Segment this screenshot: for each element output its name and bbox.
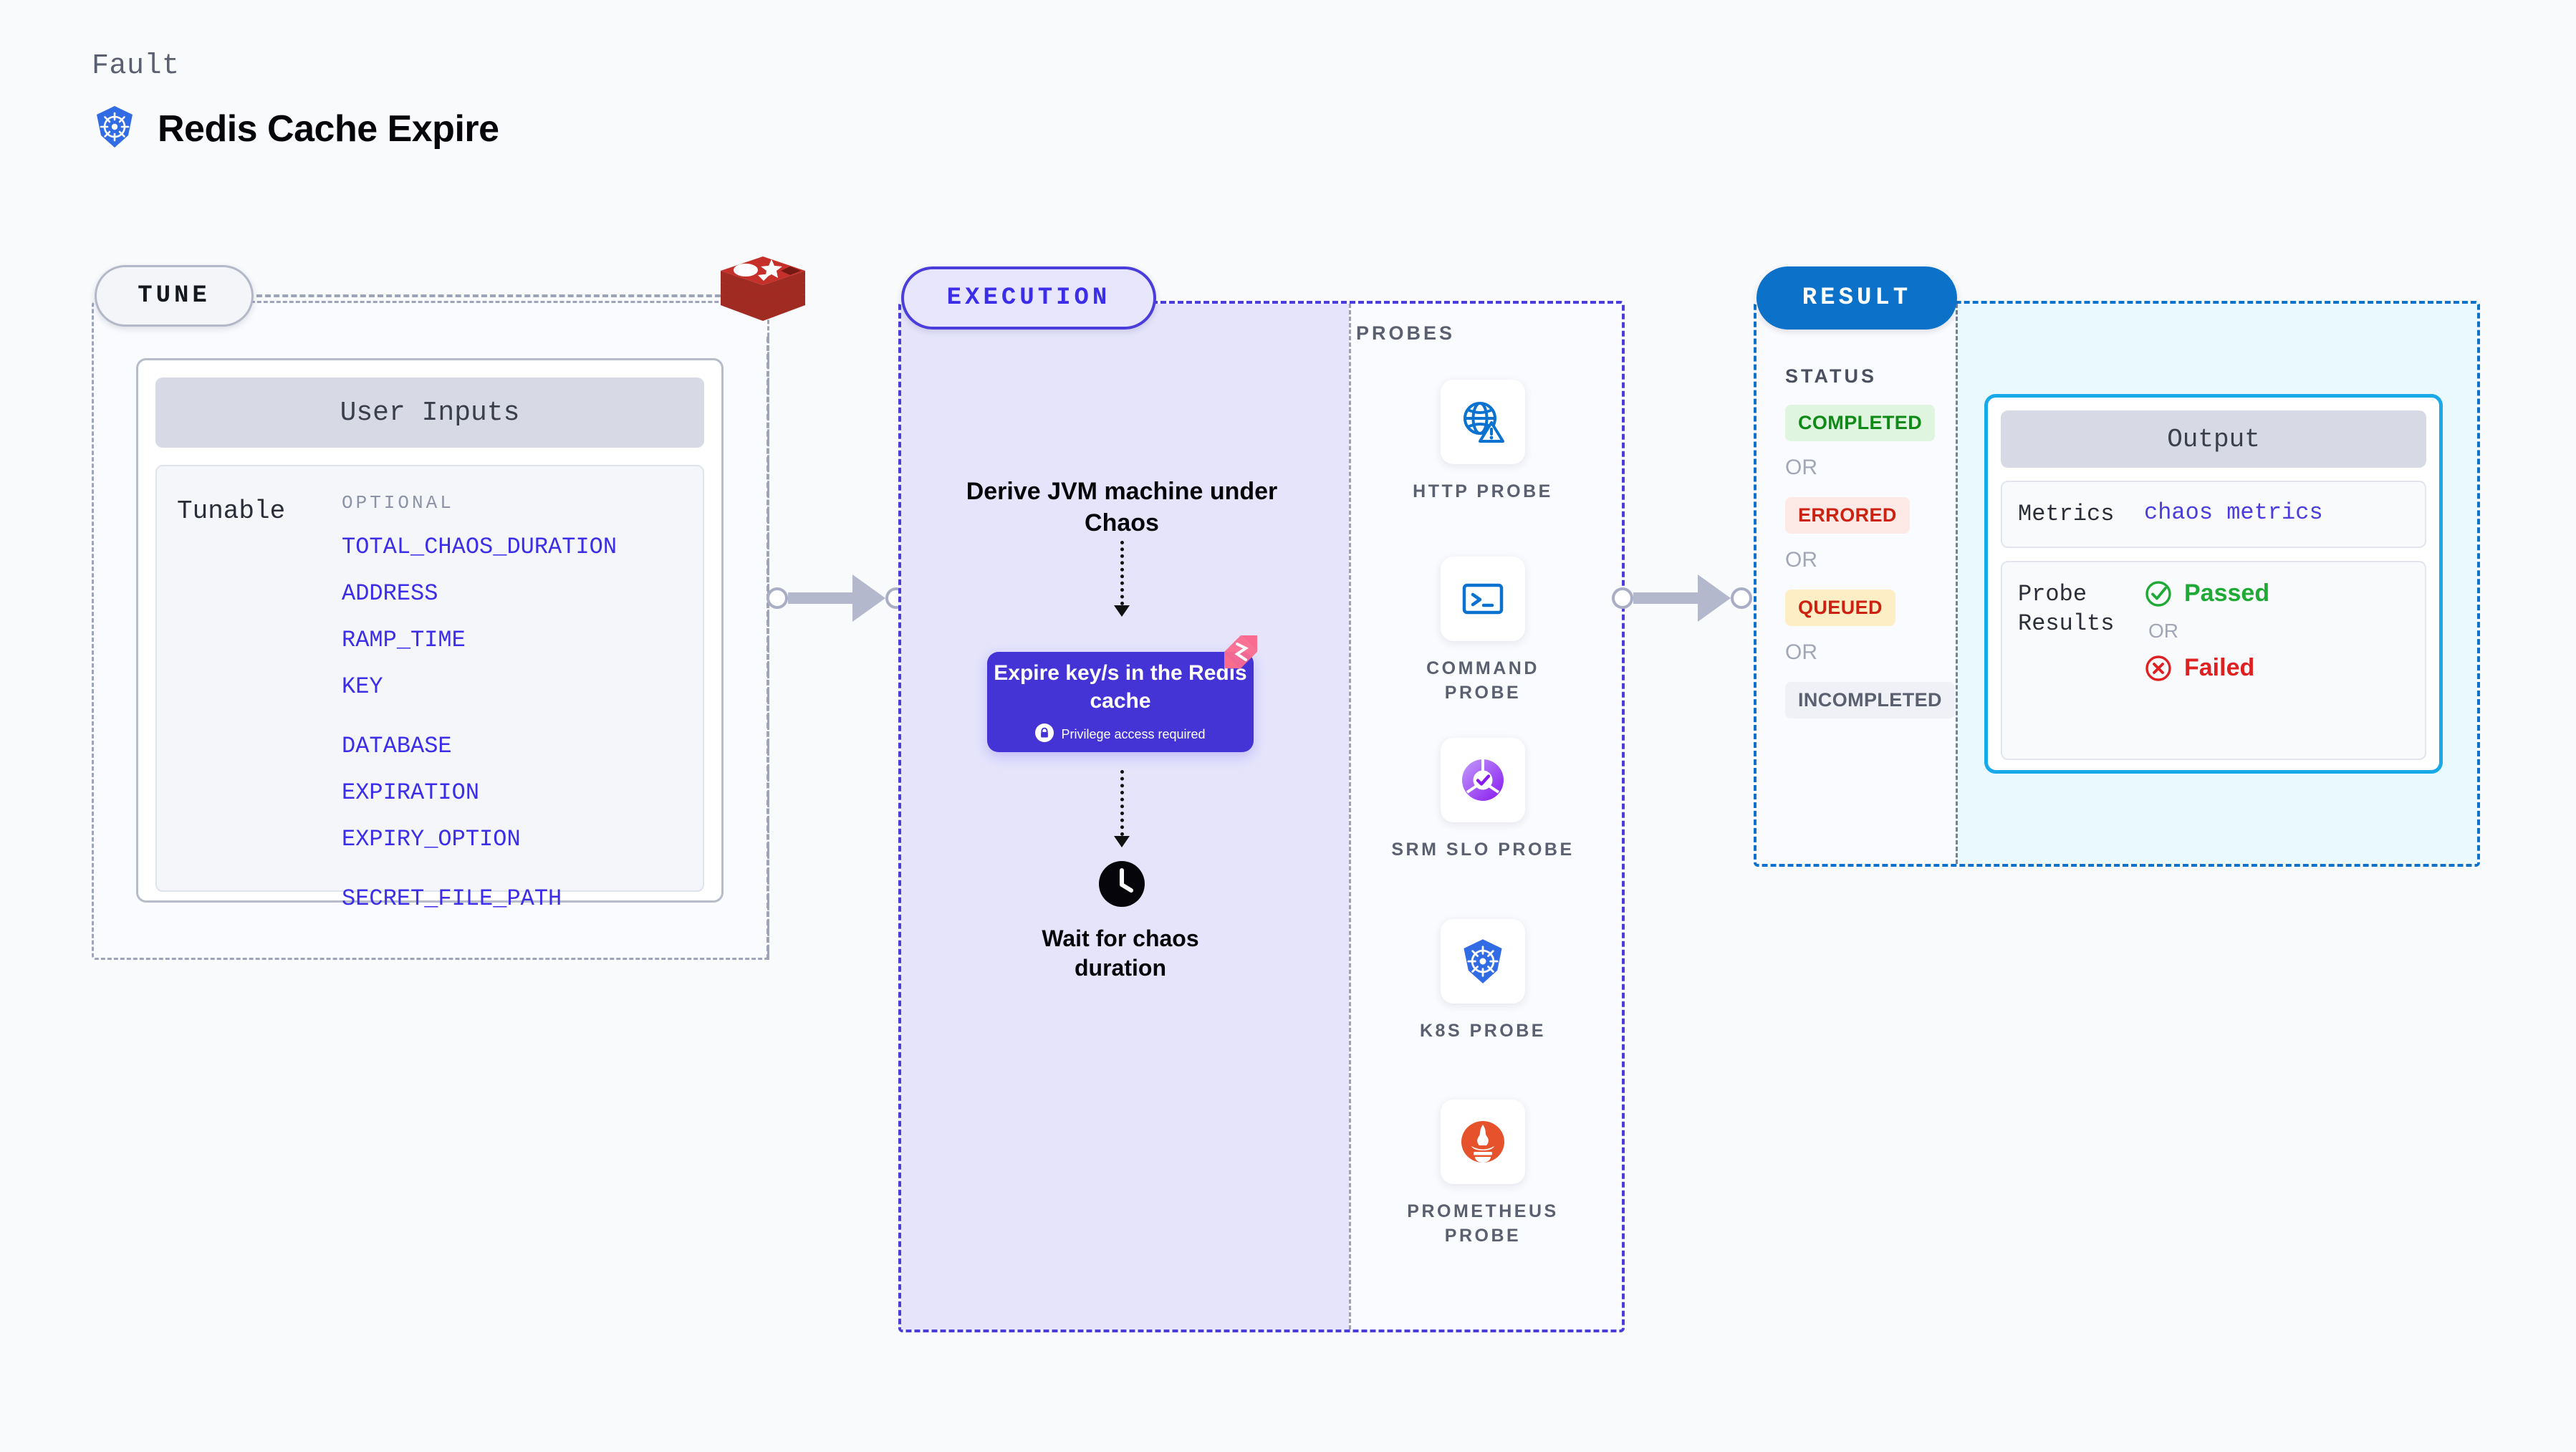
probe-results-row: Probe Results Passed OR Failed — [2001, 560, 2426, 760]
probe-label: SRM SLO PROBE — [1391, 840, 1575, 860]
status-title: STATUS — [1785, 365, 1877, 387]
redis-logo — [716, 252, 809, 338]
execution-step-1-label: Derive JVM machine under Chaos — [966, 478, 1278, 537]
x-circle-icon — [2145, 655, 2171, 681]
flow-arrow-down-icon — [1114, 770, 1130, 847]
execution-action-card[interactable]: Expire key/s in the Redis cache Privileg… — [987, 652, 1254, 752]
privilege-note-row: Privilege access required — [1035, 723, 1206, 746]
kubernetes-icon — [1441, 919, 1525, 1004]
status-badge: INCOMPLETED — [1785, 682, 1955, 718]
tunable-item[interactable]: RAMP_TIME — [342, 627, 466, 653]
check-circle-icon — [2145, 580, 2171, 607]
redis-vertical-connector — [766, 337, 769, 960]
probe-label: PROMETHEUS PROBE — [1407, 1201, 1559, 1246]
page-title: Redis Cache Expire — [158, 107, 499, 150]
probe-results-values: Passed OR Failed — [2144, 580, 2269, 741]
execution-badge[interactable]: EXECUTION — [901, 266, 1156, 330]
status-badge: QUEUED — [1785, 590, 1895, 626]
or-label: OR — [2148, 619, 2178, 642]
title-row: Redis Cache Expire — [92, 104, 499, 153]
probe-item[interactable]: PROMETHEUS PROBE — [1390, 1100, 1576, 1248]
result-badge[interactable]: RESULT — [1756, 266, 1957, 330]
user-inputs-heading: User Inputs — [155, 378, 704, 448]
connector-dot — [1731, 587, 1752, 609]
probe-result-passed: Passed — [2144, 580, 2269, 608]
execution-step-2-label: Wait for chaos duration — [1042, 925, 1199, 981]
clock-icon — [1096, 858, 1148, 910]
execution-fill — [901, 304, 1349, 1330]
tunable-item[interactable]: EXPIRY_OPTION — [342, 826, 521, 852]
probes-title: PROBES — [1356, 322, 1456, 344]
probe-item[interactable]: HTTP PROBE — [1390, 380, 1576, 504]
flow-arrow-down-icon — [1114, 541, 1130, 617]
optional-group-title: OPTIONAL — [342, 492, 454, 514]
terminal-icon — [1441, 557, 1525, 641]
connector-bar — [1633, 592, 1698, 604]
connector-dot — [1612, 587, 1633, 609]
tunable-item[interactable]: EXPIRATION — [342, 779, 480, 806]
privilege-note-text: Privilege access required — [1061, 726, 1206, 741]
connector-bar — [788, 592, 852, 604]
tunable-row-label: Tunable — [177, 496, 286, 526]
failed-label: Failed — [2184, 654, 2255, 682]
or-label: OR — [1785, 640, 1817, 664]
connector-arrowhead — [1698, 574, 1731, 622]
or-label: OR — [1785, 548, 1817, 572]
slo-check-icon — [1441, 738, 1525, 822]
execution-probes-divider — [1349, 304, 1351, 1330]
action-card-title: Expire key/s in the Redis cache — [994, 660, 1247, 713]
metrics-value[interactable]: chaos metrics — [2144, 499, 2323, 526]
tune-badge[interactable]: TUNE — [95, 265, 254, 327]
tunable-item[interactable]: TOTAL_CHAOS_DURATION — [342, 534, 617, 560]
page-eyebrow: Fault — [92, 50, 180, 82]
execution-to-result-connector — [1612, 574, 1752, 622]
lock-icon — [1035, 723, 1054, 746]
tune-to-execution-connector — [766, 574, 907, 622]
result-output-divider — [1956, 304, 1958, 864]
optional-group: OPTIONAL TOTAL_CHAOS_DURATION ADDRESS RA… — [342, 492, 617, 912]
connector-dot — [766, 587, 788, 609]
passed-label: Passed — [2184, 580, 2270, 607]
tune-dash-connector — [256, 294, 729, 297]
or-label: OR — [1785, 456, 1817, 479]
harness-logo-icon — [1221, 633, 1260, 671]
globe-warning-icon — [1441, 380, 1525, 464]
probe-item[interactable]: SRM SLO PROBE — [1390, 738, 1576, 862]
status-badge: COMPLETED — [1785, 405, 1936, 441]
probe-label: HTTP PROBE — [1413, 481, 1553, 501]
probe-label: K8S PROBE — [1420, 1021, 1546, 1041]
page-header: Fault Redis Cache Expire — [92, 50, 499, 153]
tunable-item[interactable]: DATABASE — [342, 733, 452, 759]
tunable-item[interactable]: SECRET_FILE_PATH — [342, 885, 562, 912]
metrics-row: Metrics chaos metrics — [2001, 481, 2426, 548]
prometheus-icon — [1441, 1100, 1525, 1184]
output-card: Output Metrics chaos metrics Probe Resul… — [1984, 394, 2443, 774]
tunable-body: Tunable OPTIONAL TOTAL_CHAOS_DURATION AD… — [155, 465, 704, 912]
status-column: STATUS COMPLETED OR ERRORED OR QUEUED OR… — [1785, 365, 1964, 718]
metrics-label: Metrics — [2018, 501, 2115, 527]
probe-item[interactable]: K8S PROBE — [1390, 919, 1576, 1044]
kubernetes-icon — [92, 104, 138, 153]
connector-arrowhead — [852, 574, 885, 622]
probe-result-failed: Failed — [2144, 654, 2269, 683]
probe-results-label: Probe Results — [2018, 580, 2115, 638]
status-badge: ERRORED — [1785, 497, 1910, 534]
output-heading: Output — [2001, 410, 2426, 468]
tunable-item[interactable]: ADDRESS — [342, 580, 438, 607]
user-inputs-card: User Inputs Tunable OPTIONAL TOTAL_CHAOS… — [136, 358, 724, 912]
probe-item[interactable]: COMMAND PROBE — [1390, 557, 1576, 705]
tunable-item[interactable]: KEY — [342, 673, 383, 700]
probe-label: COMMAND PROBE — [1426, 658, 1539, 703]
